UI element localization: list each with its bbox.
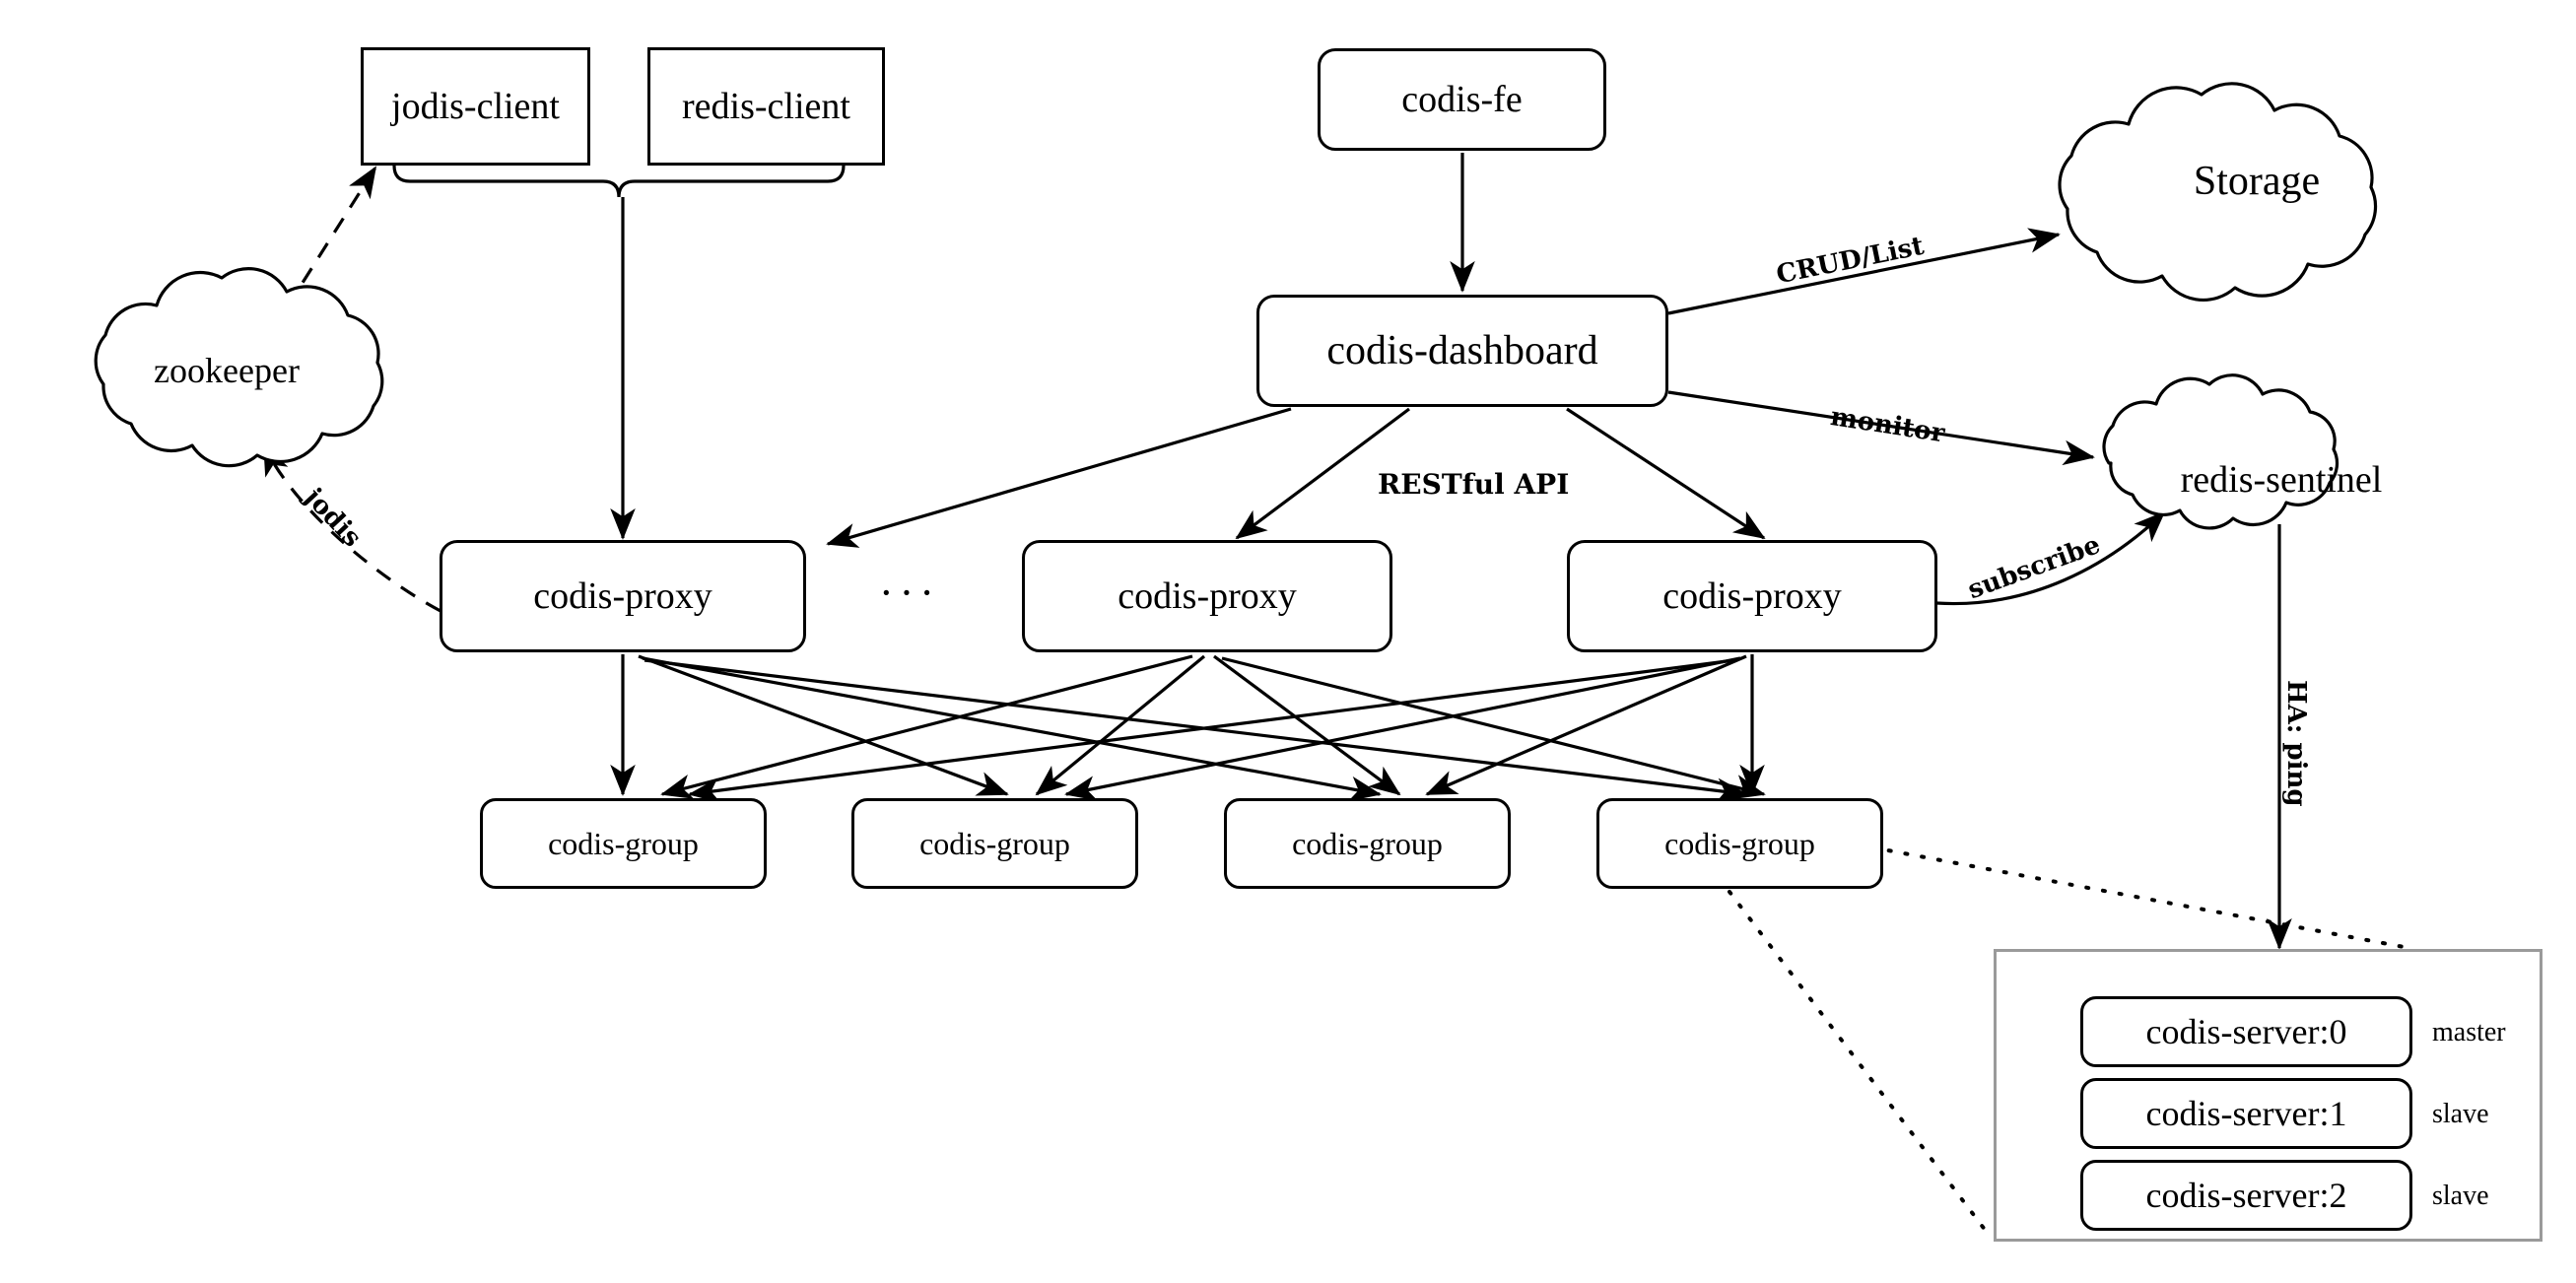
codis-group-label: codis-group: [1292, 826, 1443, 861]
codis-proxy-label: codis-proxy: [1662, 575, 1842, 617]
jodis-client-label: jodis-client: [391, 86, 560, 127]
redis-client-box[interactable]: redis-client: [647, 47, 885, 166]
codis-group-box-2[interactable]: codis-group: [851, 798, 1138, 889]
codis-server-box-2[interactable]: codis-server:2: [2080, 1160, 2412, 1231]
codis-server-role-0: master: [2432, 1017, 2506, 1047]
codis-proxy-box-1[interactable]: codis-proxy: [440, 540, 806, 652]
codis-group-box-4[interactable]: codis-group: [1596, 798, 1883, 889]
edge-p2-g3: [1213, 654, 1401, 796]
codis-group-label: codis-group: [548, 826, 699, 861]
edge-label-jodis: jodis: [299, 483, 368, 554]
codis-dashboard-label: codis-dashboard: [1326, 328, 1598, 373]
edge-dashboard-to-proxy3: [1566, 407, 1766, 540]
edge-p1-g3: [642, 656, 1382, 802]
edge-dashboard-to-proxy1: [826, 407, 1292, 548]
storage-label: Storage: [2193, 159, 2321, 204]
proxy-ellipsis: ···: [879, 569, 940, 617]
edge-p3-g2: [1064, 656, 1741, 801]
edge-label-ha-ping: HA: ping: [2281, 680, 2311, 807]
edge-label-crud-list: CRUD/List: [1774, 231, 1927, 291]
edge-label-subscribe: subscribe: [1964, 529, 2105, 606]
codis-server-box-0[interactable]: codis-server:0: [2080, 996, 2412, 1067]
callout-bottom: [1728, 890, 1991, 1237]
redis-sentinel-cloud-shape: [2102, 373, 2339, 530]
codis-server-role-1: slave: [2432, 1099, 2489, 1129]
codis-proxy-label: codis-proxy: [533, 575, 712, 617]
codis-server-role-2: slave: [2432, 1181, 2489, 1211]
group-detail-panel: codis-server:0 master codis-server:1 sla…: [1994, 949, 2542, 1242]
codis-server-label: codis-server:1: [2145, 1094, 2347, 1133]
codis-group-label: codis-group: [919, 826, 1070, 861]
edge-p2-g1: [660, 654, 1193, 799]
codis-group-box-1[interactable]: codis-group: [480, 798, 767, 889]
codis-group-box-3[interactable]: codis-group: [1224, 798, 1511, 889]
codis-proxy-box-2[interactable]: codis-proxy: [1022, 540, 1392, 652]
edge-label-monitor: monitor: [1828, 402, 1947, 449]
redis-client-label: redis-client: [682, 86, 850, 127]
edge-p2-g2: [1035, 654, 1206, 796]
codis-server-label: codis-server:0: [2145, 1012, 2347, 1051]
jodis-client-box[interactable]: jodis-client: [361, 47, 590, 166]
redis-sentinel-label: redis-sentinel: [2180, 459, 2383, 501]
codis-proxy-label: codis-proxy: [1118, 575, 1297, 617]
codis-dashboard-box[interactable]: codis-dashboard: [1256, 295, 1668, 407]
client-brace: [392, 165, 846, 198]
zookeeper-label: zookeeper: [154, 351, 300, 390]
edge-p1-g2: [638, 654, 1009, 796]
codis-server-box-1[interactable]: codis-server:1: [2080, 1078, 2412, 1149]
edge-label-restful-api: RESTful API: [1378, 468, 1570, 501]
edge-p1-g4: [644, 658, 1748, 804]
codis-fe-label: codis-fe: [1401, 79, 1523, 120]
edge-p3-g1: [688, 658, 1735, 803]
codis-fe-box[interactable]: codis-fe: [1318, 48, 1606, 151]
edge-p3-g3: [1425, 654, 1747, 796]
codis-proxy-box-3[interactable]: codis-proxy: [1567, 540, 1937, 652]
codis-server-label: codis-server:2: [2145, 1176, 2347, 1215]
edge-p2-g4: [1221, 656, 1766, 800]
callout-top: [1870, 845, 2416, 951]
codis-group-label: codis-group: [1664, 826, 1815, 861]
